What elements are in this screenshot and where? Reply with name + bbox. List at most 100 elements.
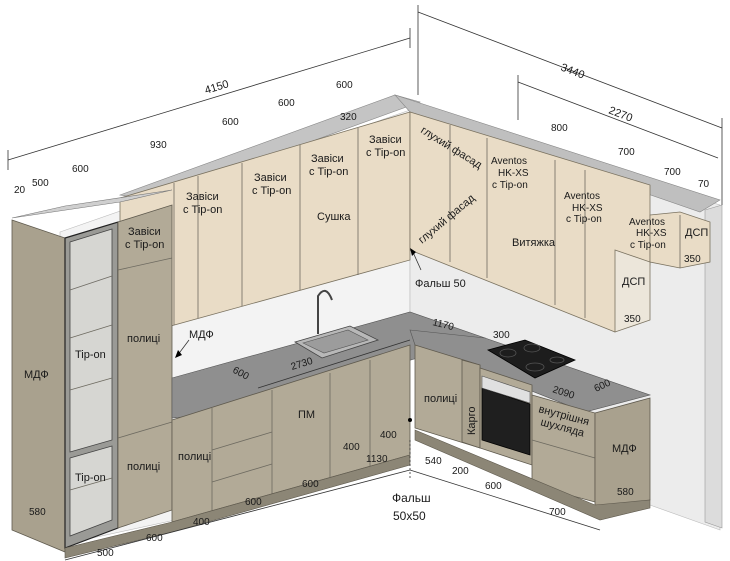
- dsp-350-b: 350: [684, 254, 701, 265]
- cooktop: [486, 339, 577, 379]
- bottom-600-b: 600: [245, 497, 262, 508]
- base-400-a: 400: [343, 442, 360, 453]
- zavisy-1-line2: с Tip-on: [125, 239, 164, 251]
- faltsh-50-label: Фальш 50: [415, 278, 466, 290]
- dim-3440: 3440: [559, 62, 586, 82]
- sink-bowl: [302, 329, 369, 354]
- glass-shelf: [69, 324, 113, 339]
- dim-700-b: 700: [664, 167, 681, 178]
- faltsh-50x50-line1: Фальш: [392, 491, 431, 505]
- sushka-label: Сушка: [317, 211, 351, 223]
- aventos-1-line2: HK-XS: [498, 168, 529, 179]
- zavisy-2-line1: Завіси: [186, 191, 219, 203]
- drawer-line: [211, 431, 273, 451]
- zavisy-3-line2: с Tip-on: [252, 185, 291, 197]
- faltsh-50x50-line2: 50x50: [393, 509, 426, 523]
- dim-line-2730: [257, 339, 411, 389]
- base-1130: 1130: [366, 454, 388, 465]
- oven: [481, 387, 531, 456]
- tall-divider: [117, 421, 173, 439]
- zavisy-5-line2: с Tip-on: [366, 147, 405, 159]
- aventos-2-line2: HK-XS: [572, 203, 603, 214]
- bottom-400: 400: [193, 517, 210, 528]
- faltsh-dot: [408, 418, 412, 422]
- bottom-600-d: 600: [485, 481, 502, 492]
- worktop-300: 300: [493, 330, 510, 341]
- aventos-1-line3: с Tip-on: [492, 180, 528, 191]
- aventos-3-line2: HK-XS: [636, 228, 667, 239]
- dim-line-4150: [7, 37, 411, 161]
- zavisy-2-line2: с Tip-on: [183, 204, 222, 216]
- vytyazhka-label: Витяжка: [512, 237, 556, 249]
- aventos-3-line3: с Tip-on: [630, 240, 666, 251]
- dim-line-bottom-left: [64, 469, 411, 561]
- dsp-label-2: ДСП: [685, 227, 708, 239]
- faltsh-arrow: [410, 248, 416, 256]
- mdf-pointer-label: МДФ: [189, 329, 214, 341]
- base-400-b: 400: [380, 430, 397, 441]
- right-side-panel: [704, 204, 723, 529]
- glass-pane-lower: [69, 445, 113, 537]
- aventos-2-line3: с Tip-on: [566, 214, 602, 225]
- pm-label: ПМ: [298, 409, 315, 421]
- tall-shelf-cabinet: [117, 204, 173, 529]
- dim-500-top: 500: [32, 178, 49, 189]
- zavisy-3-line1: Завіси: [254, 172, 287, 184]
- dim-line-bottom-right: [409, 469, 601, 531]
- mdf-right-label: МДФ: [612, 443, 637, 455]
- faucet: [317, 289, 333, 334]
- dim-800: 800: [551, 123, 568, 134]
- oven-panel: [481, 375, 531, 404]
- mdf-arrow: [175, 350, 182, 358]
- dim-2270: 2270: [607, 105, 634, 125]
- bottom-600-a: 600: [146, 533, 163, 544]
- zavisy-4-line2: с Tip-on: [309, 166, 348, 178]
- kargo-label: Карго: [466, 406, 478, 435]
- aventos-1-line1: Aventos: [491, 156, 527, 167]
- glass-shelf: [69, 377, 113, 391]
- panel-580-right: 580: [617, 487, 634, 498]
- dim-line-2270: [517, 81, 719, 159]
- dsp-350-a: 350: [624, 314, 641, 325]
- base-200: 200: [452, 466, 469, 477]
- dsp-side-panel: [614, 249, 651, 333]
- dim-600-c: 600: [278, 98, 295, 109]
- tall-top: [11, 189, 173, 219]
- dsp-label-1: ДСП: [622, 276, 645, 288]
- glass-pane-upper: [69, 228, 113, 453]
- burner: [525, 362, 545, 372]
- bottom-700: 700: [549, 507, 566, 518]
- polytsi-base-1: полиці: [178, 451, 211, 463]
- tall-divider: [117, 257, 173, 271]
- aventos-2-line1: Aventos: [564, 191, 600, 202]
- polytsi-corner: полиці: [424, 393, 457, 405]
- polytsi-tall-lower: полиці: [127, 461, 160, 473]
- mdf-left-label: МДФ: [24, 369, 49, 381]
- dim-20: 20: [14, 185, 26, 196]
- worktop-1170: 1170: [431, 317, 455, 333]
- zavisy-1-line1: Завіси: [128, 226, 161, 238]
- burner: [499, 348, 517, 358]
- base-540: 540: [425, 456, 442, 467]
- tip-on-top: Tip-on: [75, 349, 106, 361]
- dim-600-d: 600: [336, 80, 353, 91]
- tip-on-bottom: Tip-on: [75, 472, 106, 484]
- zavisy-5-line1: Завіси: [369, 134, 402, 146]
- drawer-line: [211, 463, 273, 483]
- burner: [549, 356, 565, 364]
- aventos-3-line1: Aventos: [629, 217, 665, 228]
- polytsi-tall-upper: полиці: [127, 333, 160, 345]
- dim-600-b: 600: [222, 117, 239, 128]
- panel-580-left: 580: [29, 507, 46, 518]
- mdf-side-panel-left: [11, 219, 66, 553]
- glass-shelf: [69, 275, 113, 291]
- plinth-right: [414, 429, 651, 521]
- dim-930: 930: [150, 140, 167, 151]
- bottom-500: 500: [97, 548, 114, 559]
- dim-line-3440: [417, 11, 723, 129]
- dim-600-a: 600: [72, 164, 89, 175]
- dim-700-a: 700: [618, 147, 635, 158]
- bottom-600-c: 600: [302, 479, 319, 490]
